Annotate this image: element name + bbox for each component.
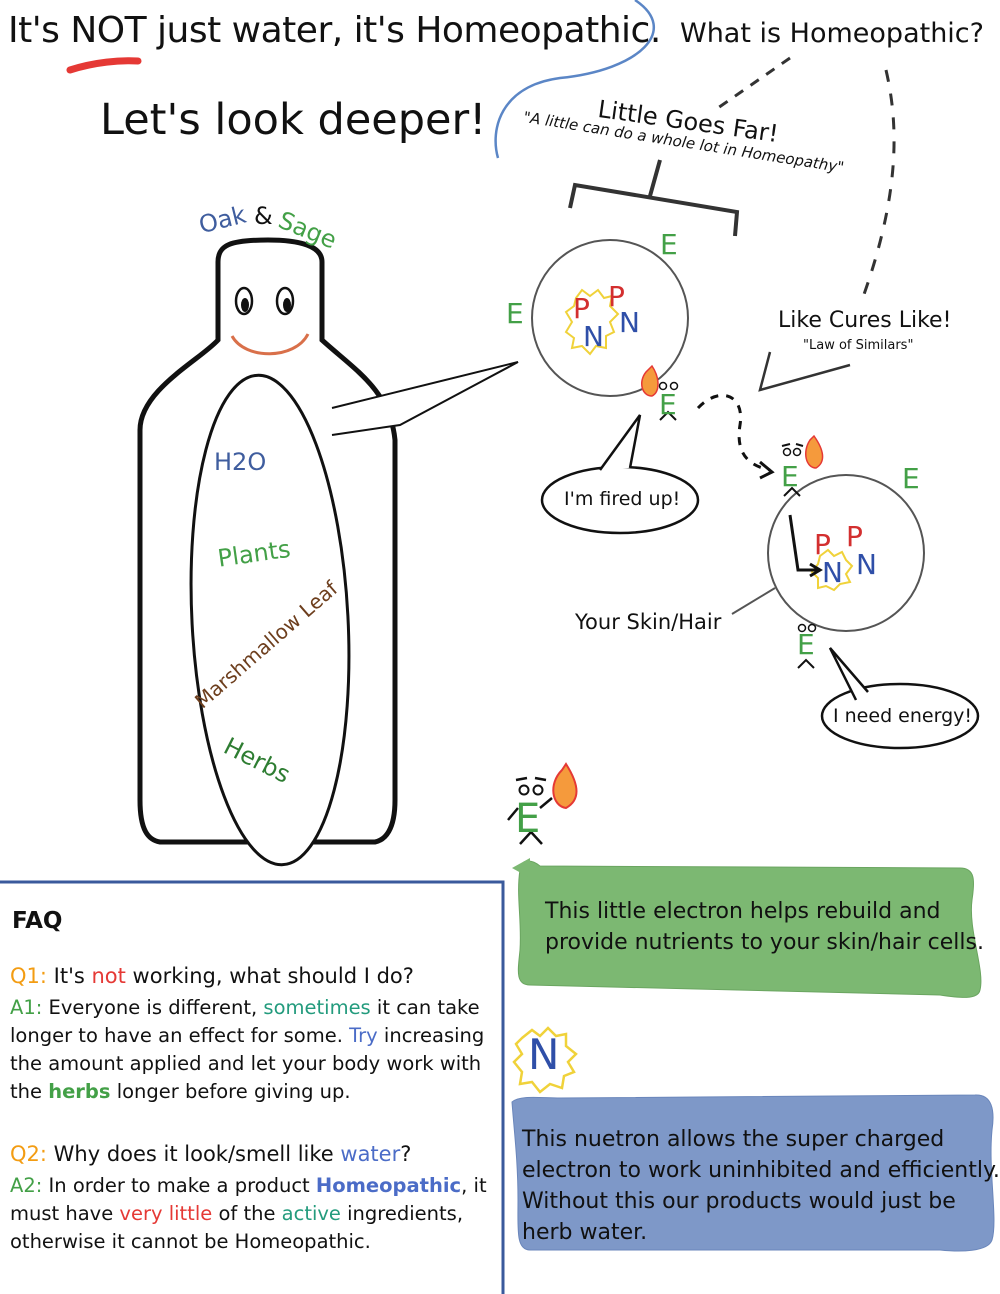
- title-part-2: just water, it's Homeopathic.: [146, 10, 661, 51]
- neutron-icon-glow: [512, 1026, 578, 1094]
- neutron-icon: N: [528, 1030, 560, 1079]
- bottle-pointer: [331, 361, 519, 436]
- a1-sometimes: sometimes: [263, 996, 371, 1019]
- dash-to-little-goes-far: [714, 56, 791, 112]
- a1-text-a: Everyone is different,: [42, 996, 264, 1019]
- q2-text-a: Why does it look/smell like: [46, 1142, 341, 1166]
- title-part-1: It's: [8, 10, 71, 51]
- title-not: NOT: [70, 10, 147, 51]
- q2-label: Q2:: [10, 1142, 47, 1166]
- q1-text-a: It's: [46, 964, 92, 988]
- a2-homeopathic: Homeopathic: [315, 1174, 462, 1197]
- a2-active: active: [281, 1202, 341, 1225]
- electron-character-4: [507, 762, 578, 845]
- neutron-info-line-4: herb water.: [522, 1220, 648, 1245]
- atom1-electron-char: E: [659, 388, 677, 421]
- page-subtitle: Let's look deeper!: [100, 95, 487, 145]
- atom2-proton-b: P: [846, 520, 863, 553]
- a1-text-c: increasing the amount applied and let yo…: [10, 1024, 485, 1103]
- bottle-label-oval: [189, 373, 351, 867]
- faq-q2: Q2: Why does it look/smell like water?: [10, 1140, 490, 1168]
- neutron-info-text: This nuetron allows the super charged el…: [522, 1124, 1000, 1248]
- a2-text-c: of the: [212, 1202, 282, 1225]
- faq-a1: A1: Everyone is different, sometimes it …: [10, 994, 490, 1106]
- electron-character-3: [797, 623, 817, 669]
- a1-label: A1:: [10, 996, 43, 1019]
- skin-hair-label: Your Skin/Hair: [575, 610, 722, 634]
- skin-pointer-line: [731, 587, 776, 615]
- big-electron-char: E: [515, 796, 541, 842]
- a1-text-d: longer before giving up.: [110, 1080, 351, 1103]
- neutron-info-line-3: Without this our products would just be: [522, 1189, 956, 1214]
- q1-text-b: working, what should I do?: [125, 964, 414, 988]
- atom1-neutron-b: N: [619, 306, 640, 339]
- electron-info-line-1: This little electron helps rebuild and: [545, 899, 941, 924]
- a1-text-b: it can take longer to have an effect for…: [10, 996, 480, 1047]
- page-title: It's NOT just water, it's Homeopathic.: [8, 10, 661, 51]
- electron-info-line-2: provide nutrients to your skin/hair cell…: [545, 930, 984, 955]
- a2-text-d: ingredients, otherwise it cannot be Home…: [10, 1202, 464, 1253]
- a2-text-b: , it must have: [10, 1174, 487, 1225]
- what-is-homeopathic: What is Homeopathic?: [680, 18, 984, 49]
- electron-info-box: [517, 860, 982, 998]
- a1-try: Try: [349, 1024, 378, 1047]
- electron-jump-arrow: [696, 393, 771, 472]
- q2-text-b: ?: [400, 1142, 412, 1166]
- faq-frame: [0, 880, 505, 1294]
- like-cures-pointer: [758, 351, 851, 392]
- a2-very-little: very little: [119, 1202, 213, 1225]
- atom1-proton-a: P: [573, 292, 590, 325]
- atom1-neutron-a: N: [583, 320, 604, 353]
- q1-label: Q1:: [10, 964, 47, 988]
- ingredient-h2o: H2O: [214, 448, 267, 476]
- brand-ampersand: &: [254, 202, 273, 230]
- not-underline: [66, 57, 142, 74]
- atom2-neutron-a: N: [822, 556, 843, 589]
- bottle-smile: [230, 333, 310, 356]
- electron-character-1: [640, 364, 679, 421]
- atom2-electron-char: E: [781, 460, 799, 493]
- electron-info-text: This little electron helps rebuild and p…: [545, 896, 984, 958]
- title-divider-curve: [494, 0, 656, 159]
- a1-herbs: herbs: [48, 1080, 111, 1103]
- atom1-proton-b: P: [608, 280, 625, 313]
- atom-2: [767, 474, 925, 632]
- q1-not: not: [91, 964, 126, 988]
- dash-to-like-cures-like: [860, 69, 896, 301]
- q2-water: water: [340, 1142, 401, 1166]
- atom2-electron-bottom: E: [797, 628, 815, 661]
- neutron-info-line-2: electron to work uninhibited and efficie…: [522, 1158, 1000, 1183]
- law-of-similars: "Law of Similars": [803, 338, 914, 353]
- bracket: [568, 159, 740, 237]
- speech-need-energy: I need energy!: [833, 705, 972, 727]
- speech-fired-up: I'm fired up!: [564, 488, 681, 510]
- faq-a2: A2: In order to make a product Homeopath…: [10, 1172, 490, 1256]
- neutron-info-box: [511, 1094, 995, 1252]
- atom-1: [531, 239, 689, 397]
- atom1-electron-left: E: [506, 297, 524, 330]
- speech-bubble-need-energy: [820, 682, 980, 750]
- faq-q1: Q1: It's not working, what should I do?: [10, 962, 490, 990]
- atom1-electron-top: E: [660, 228, 678, 261]
- a2-label: A2:: [10, 1174, 43, 1197]
- atom2-electron-right: E: [902, 462, 920, 495]
- atom2-neutron-b: N: [856, 548, 877, 581]
- neutron-info-line-1: This nuetron allows the super charged: [522, 1127, 945, 1152]
- electron-character-2: [781, 434, 824, 497]
- like-cures-like: Like Cures Like!: [778, 308, 952, 333]
- faq-title: FAQ: [12, 908, 63, 934]
- a2-text-a: In order to make a product: [42, 1174, 316, 1197]
- atom2-proton-a: P: [814, 528, 831, 561]
- electron-into-nucleus-arrow: [788, 514, 818, 572]
